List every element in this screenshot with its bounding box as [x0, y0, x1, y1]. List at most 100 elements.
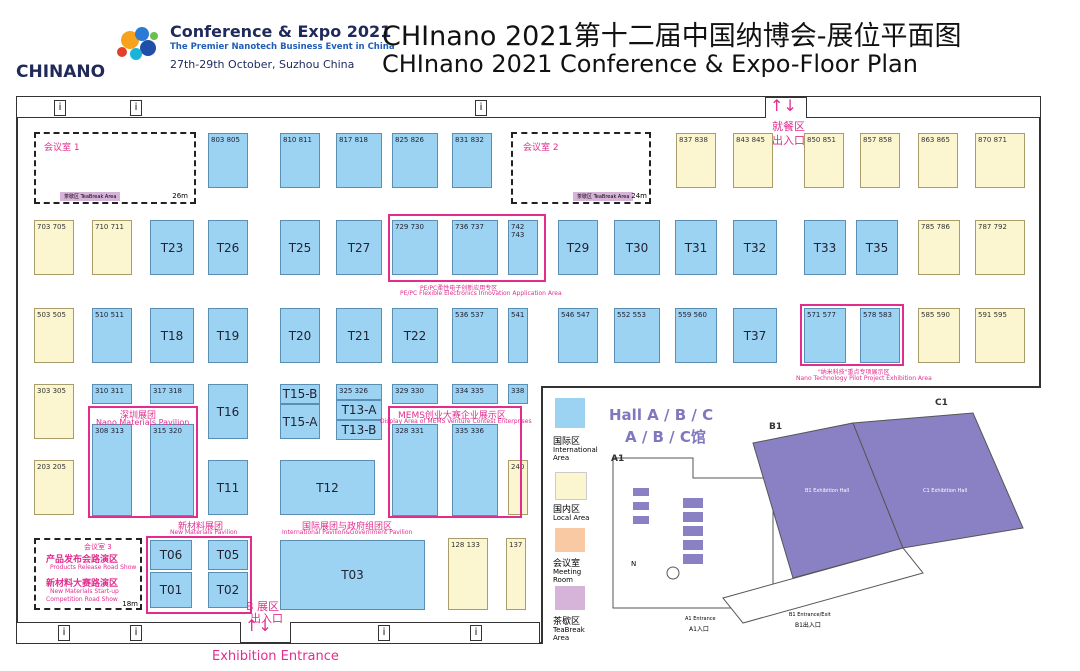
meeting-room-3-size: 18m — [122, 600, 138, 608]
booth-503-505[interactable]: 503 505 — [34, 308, 74, 363]
booth-label: 870 871 — [978, 136, 1007, 144]
booth-308-313[interactable]: 308 313 — [92, 424, 132, 516]
booth-585-590[interactable]: 585 590 — [918, 308, 960, 363]
legend-local-en: Local Area — [553, 514, 590, 522]
meeting-room-1: 会议室 1 茶歇区 TeaBreak Area 26m — [34, 132, 196, 204]
booth-T26[interactable]: T26 — [208, 220, 248, 275]
booth-label: T27 — [347, 240, 371, 255]
booth-label: 317 318 — [153, 387, 182, 395]
booth-T12[interactable]: T12 — [280, 460, 375, 515]
booth-559-560[interactable]: 559 560 — [675, 308, 717, 363]
booth-T01[interactable]: T01 — [150, 572, 192, 608]
booth-label: T33 — [813, 240, 837, 255]
booth-578-583[interactable]: 578 583 — [860, 308, 900, 363]
booth-T16[interactable]: T16 — [208, 384, 248, 439]
hall-title: Hall A / B / C — [609, 406, 714, 424]
nano-pilot-en: Nano Technology Pilot Project Exhibition… — [796, 375, 932, 382]
booth-546-547[interactable]: 546 547 — [558, 308, 598, 363]
booth-T32[interactable]: T32 — [733, 220, 777, 275]
booth-label: 843 845 — [736, 136, 765, 144]
booth-338[interactable]: 338 — [508, 384, 528, 404]
booth-710-711[interactable]: 710 711 — [92, 220, 132, 275]
booth-T15-A[interactable]: T15-A — [280, 404, 320, 439]
booth-T29[interactable]: T29 — [558, 220, 598, 275]
booth-729-730[interactable]: 729 730 — [392, 220, 438, 275]
booth-857-858[interactable]: 857 858 — [860, 133, 900, 188]
mems-zone — [388, 406, 522, 518]
booth-703-705[interactable]: 703 705 — [34, 220, 74, 275]
booth-325-326[interactable]: 325 326 — [336, 384, 382, 400]
booth-label: 137 — [509, 541, 523, 549]
booth-240[interactable]: 240 — [508, 460, 528, 515]
booth-810-811[interactable]: 810 811 — [280, 133, 320, 188]
booth-T03[interactable]: T03 — [280, 540, 425, 610]
booth-T21[interactable]: T21 — [336, 308, 382, 363]
title-en: CHInano 2021 Conference & Expo-Floor Pla… — [382, 50, 918, 78]
booth-817-818[interactable]: 817 818 — [336, 133, 382, 188]
booth-label: 310 311 — [95, 387, 124, 395]
booth-510-511[interactable]: 510 511 — [92, 308, 132, 363]
booth-T33[interactable]: T33 — [804, 220, 846, 275]
legend-swatch-intl — [555, 398, 585, 428]
meeting-room-3-line5: Competition Road Show — [46, 596, 118, 603]
booth-536-537[interactable]: 536 537 — [452, 308, 498, 363]
booth-870-871[interactable]: 870 871 — [975, 133, 1025, 188]
booth-843-845[interactable]: 843 845 — [733, 133, 773, 188]
booth-label: T18 — [160, 328, 184, 343]
booth-785-786[interactable]: 785 786 — [918, 220, 960, 275]
booth-571-577[interactable]: 571 577 — [804, 308, 846, 363]
booth-T20[interactable]: T20 — [280, 308, 320, 363]
booth-863-865[interactable]: 863 865 — [918, 133, 958, 188]
booth-850-851[interactable]: 850 851 — [804, 133, 844, 188]
booth-T30[interactable]: T30 — [614, 220, 660, 275]
booth-591-595[interactable]: 591 595 — [975, 308, 1025, 363]
booth-137[interactable]: 137 — [506, 538, 526, 610]
toilet-icon: i — [58, 625, 70, 641]
booth-128-133[interactable]: 128 133 — [448, 538, 488, 610]
booth-T18[interactable]: T18 — [150, 308, 194, 363]
booth-825-826[interactable]: 825 826 — [392, 133, 438, 188]
booth-335-336[interactable]: 335 336 — [452, 424, 498, 516]
booth-329-330[interactable]: 329 330 — [392, 384, 438, 404]
booth-315-320[interactable]: 315 320 — [150, 424, 194, 516]
booth-310-311[interactable]: 310 311 — [92, 384, 132, 404]
booth-742-743[interactable]: 742 743 — [508, 220, 538, 275]
booth-T13-B[interactable]: T13-B — [336, 420, 382, 440]
booth-541[interactable]: 541 — [508, 308, 528, 363]
booth-label: 503 505 — [37, 311, 66, 319]
booth-T05[interactable]: T05 — [208, 540, 248, 570]
booth-787-792[interactable]: 787 792 — [975, 220, 1025, 275]
booth-303-305[interactable]: 303 305 — [34, 384, 74, 439]
booth-T02[interactable]: T02 — [208, 572, 248, 608]
booth-T35[interactable]: T35 — [856, 220, 898, 275]
booth-552-553[interactable]: 552 553 — [614, 308, 660, 363]
booth-T19[interactable]: T19 — [208, 308, 248, 363]
toilet-icon: i — [378, 625, 390, 641]
booth-803-805[interactable]: 803 805 — [208, 133, 248, 188]
booth-T27[interactable]: T27 — [336, 220, 382, 275]
booth-T11[interactable]: T11 — [208, 460, 248, 515]
nano-pilot-cn: "纳米科技"重点专项展示区 — [818, 369, 890, 376]
booth-T15-B[interactable]: T15-B — [280, 384, 320, 404]
booth-label: 552 553 — [617, 311, 646, 319]
booth-334-335[interactable]: 334 335 — [452, 384, 498, 404]
booth-203-205[interactable]: 203 205 — [34, 460, 74, 515]
nmp-cn: 深圳展团 — [120, 411, 157, 421]
booth-831-832[interactable]: 831 832 — [452, 133, 492, 188]
toilet-icon: i — [470, 625, 482, 641]
booth-label: T15-B — [282, 387, 318, 401]
booth-label: T23 — [160, 240, 184, 255]
booth-T13-A[interactable]: T13-A — [336, 400, 382, 420]
booth-837-838[interactable]: 837 838 — [676, 133, 716, 188]
booth-T25[interactable]: T25 — [280, 220, 320, 275]
booth-label: T02 — [216, 583, 240, 597]
booth-736-737[interactable]: 736 737 — [452, 220, 498, 275]
booth-317-318[interactable]: 317 318 — [150, 384, 194, 404]
booth-T31[interactable]: T31 — [675, 220, 717, 275]
booth-label: 803 805 — [211, 136, 240, 144]
booth-T22[interactable]: T22 — [392, 308, 438, 363]
booth-328-331[interactable]: 328 331 — [392, 424, 438, 516]
booth-T37[interactable]: T37 — [733, 308, 777, 363]
booth-T23[interactable]: T23 — [150, 220, 194, 275]
booth-T06[interactable]: T06 — [150, 540, 192, 570]
